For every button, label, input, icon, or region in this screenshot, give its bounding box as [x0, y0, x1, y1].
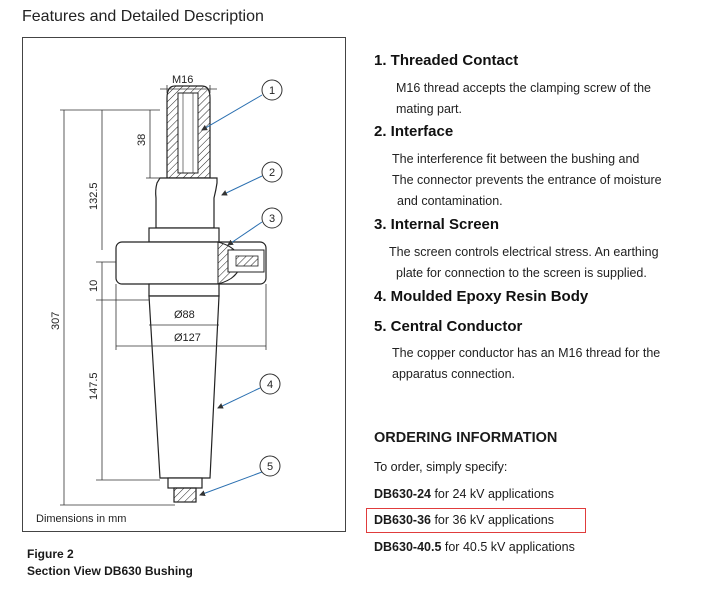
callout-3-label: 3 [269, 213, 275, 225]
feature-title-internal-screen: 3. Internal Screen [374, 216, 500, 233]
order-code: DB630-40.5 [374, 540, 442, 554]
label-dia-88: Ø88 [174, 309, 195, 321]
figure-label: Figure 2 [27, 547, 74, 561]
feature-title-epoxy-body: 4. Moulded Epoxy Resin Body [374, 288, 589, 305]
epoxy-body-shape [148, 295, 220, 479]
callout-1-label: 1 [269, 85, 275, 97]
feature-desc-line: The screen controls electrical stress. A… [389, 245, 659, 259]
order-text: for 40.5 kV applications [441, 540, 575, 554]
feature-title-central-conductor: 5. Central Conductor [374, 318, 523, 335]
order-text: for 24 kV applications [430, 487, 554, 501]
callout-3 [261, 207, 283, 229]
order-item-40-5kv: DB630-40.5 for 40.5 kV applications [374, 540, 575, 554]
feature-desc-line: M16 thread accepts the clamping screw of… [396, 81, 651, 95]
page-title: Features and Detailed Description [22, 8, 264, 25]
callout-2 [261, 161, 283, 183]
callout-5 [259, 455, 281, 477]
feature-desc-interface: The interference fit between the bushing… [392, 149, 662, 212]
feature-desc-internal-screen: The screen controls electrical stress. A… [389, 242, 659, 284]
feature-title-threaded-contact: 1. Threaded Contact [374, 52, 519, 69]
callout-1 [261, 79, 283, 101]
feature-desc-line: and contamination. [397, 194, 503, 208]
feature-desc-line: The copper conductor has an M16 thread f… [392, 346, 661, 360]
feature-desc-line: mating part. [396, 102, 463, 116]
order-item-36kv: DB630-36 for 36 kV applications [374, 513, 554, 527]
order-item-24kv: DB630-24 for 24 kV applications [374, 487, 554, 501]
label-dim-307: 307 [50, 312, 62, 330]
feature-desc-line: The interference fit between the bushing… [392, 152, 640, 166]
callout-5-label: 5 [267, 461, 273, 473]
dimensions-note: Dimensions in mm [36, 513, 127, 525]
label-dim-147-5: 147.5 [88, 372, 100, 400]
label-dim-132-5: 132.5 [88, 182, 100, 210]
order-code: DB630-36 [374, 513, 431, 527]
highlight-box [366, 508, 586, 533]
label-dim-38: 38 [136, 134, 148, 146]
drawing-frame [22, 37, 346, 532]
label-dim-10: 10 [88, 280, 100, 292]
upper-body-shape [155, 177, 218, 229]
feature-title-interface: 2. Interface [374, 123, 454, 140]
callout-2-label: 2 [269, 167, 275, 179]
callout-4 [259, 373, 281, 395]
order-code: DB630-24 [374, 487, 431, 501]
label-thread: M16 [172, 74, 193, 86]
feature-desc-central-conductor: The copper conductor has an M16 thread f… [392, 343, 660, 385]
ordering-title: ORDERING INFORMATION [374, 430, 558, 446]
central-conductor-shape [173, 487, 197, 503]
order-text: for 36 kV applications [430, 513, 554, 527]
feature-desc-threaded-contact: M16 thread accepts the clamping screw of… [396, 78, 651, 120]
callout-4-label: 4 [267, 379, 273, 391]
figure-caption: Section View DB630 Bushing [27, 564, 193, 578]
feature-desc-line: apparatus connection. [392, 367, 516, 381]
label-dia-127: Ø127 [174, 332, 201, 344]
feature-desc-line: plate for connection to the screen is su… [396, 266, 647, 280]
feature-desc-line: The connector prevents the entrance of m… [392, 173, 662, 187]
ordering-intro: To order, simply specify: [374, 460, 508, 474]
threaded-contact-shape [166, 85, 211, 179]
